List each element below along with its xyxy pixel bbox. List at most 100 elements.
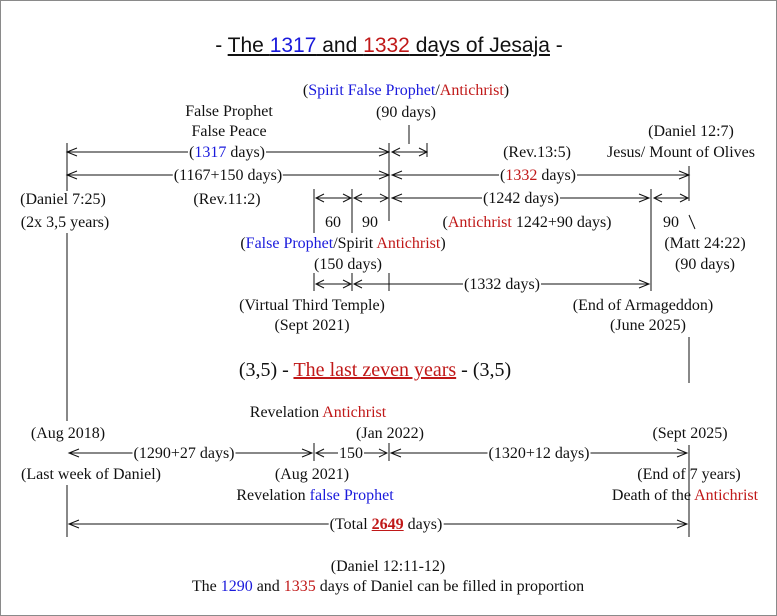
title-suffix: days of Jesaja	[409, 34, 550, 57]
total-rest: days)	[403, 516, 443, 533]
revelation-false-prophet: Revelation false Prophet	[236, 487, 393, 505]
antichrist-1242-rest: 1242+90 days)	[511, 214, 612, 231]
label-60: 60	[325, 214, 341, 231]
death-ac-ac: Antichrist	[694, 487, 759, 504]
false-prophet-spirit-antichrist: (False Prophet/Spirit Antichrist)	[240, 235, 445, 253]
rev-11-2: (Rev.11:2)	[193, 191, 261, 208]
timeline-stroke	[676, 448, 689, 458]
matt-24-22: (Matt 24:22)	[664, 235, 746, 252]
timeline-stroke	[314, 448, 325, 458]
days-1317: (1317 days)	[188, 144, 266, 162]
daniel-7-25: (Daniel 7:25)	[20, 191, 106, 208]
revelation-fp-rev: Revelation	[236, 487, 310, 504]
end-of-armageddon: (End of Armageddon)	[572, 297, 714, 314]
timeline-stroke	[390, 170, 403, 180]
jan-2022: (Jan 2022)	[356, 425, 424, 442]
title-the: The	[227, 34, 270, 57]
timeline-stroke	[314, 193, 325, 203]
false-prophet: False Prophet	[185, 103, 273, 120]
diagram-title: - The 1317 and 1332 days of Jesaja -	[215, 34, 563, 58]
antichrist-1242-open: (	[442, 214, 448, 231]
timeline-stroke	[378, 448, 389, 458]
sept-2021: (Sept 2021)	[274, 317, 350, 334]
timeline-stroke	[379, 193, 390, 203]
days-150: (150 days)	[314, 256, 382, 273]
timeline-stroke	[418, 147, 429, 157]
sept-2025: (Sept 2025)	[652, 425, 728, 442]
false-prophet-spirit-mid: /Spirit	[333, 235, 377, 252]
jesus-mount-of-olives: Jesus/ Mount of Olives	[607, 144, 755, 161]
spirit-false-prophet: Spirit False Prophet	[308, 82, 436, 99]
timeline-stroke	[652, 193, 663, 203]
last-week-of-daniel: (Last week of Daniel)	[21, 466, 161, 483]
false-prophet-spirit-ac: Antichrist	[376, 235, 441, 252]
timeline-stroke	[352, 279, 363, 289]
days-1332: (1332 days)	[499, 167, 577, 185]
total-open: (Total	[329, 516, 372, 533]
right-slant	[688, 214, 696, 230]
title-1317: 1317	[269, 34, 317, 57]
aug-2018: (Aug 2018)	[30, 425, 106, 442]
timeline-stroke	[65, 147, 78, 157]
footer-and: and	[252, 578, 284, 595]
spirit-fp-open: (	[302, 82, 309, 99]
footer-the: The	[191, 578, 221, 595]
timeline-stroke	[65, 170, 78, 180]
timeline-stroke	[679, 193, 690, 203]
d1332-open: (	[500, 167, 506, 184]
timeline-stroke	[67, 448, 80, 458]
last-zeven-years-title: The last zeven years	[293, 359, 457, 381]
virtual-third-temple: (Virtual Third Temple)	[239, 297, 385, 314]
timeline-stroke	[389, 448, 402, 458]
death-ac-death: Death of the	[611, 487, 695, 504]
spirit-false-prophet-label: (Spirit False Prophet/Antichrist)	[303, 82, 509, 100]
years-2x35: (2x 3,5 years)	[20, 214, 110, 231]
timeline-stroke	[638, 279, 651, 289]
timeline-stroke	[678, 170, 691, 180]
revelation-fp-fp: false Prophet	[309, 487, 394, 504]
timeline-stroke	[676, 519, 689, 529]
last-seven-left: (3,5) -	[238, 359, 294, 381]
revelation-antichrist: Revelation Antichrist	[250, 404, 386, 422]
rev-13-5: (Rev.13:5)	[503, 144, 571, 161]
label-90a: 90	[362, 214, 378, 231]
d1332-num: 1332	[505, 167, 538, 184]
revelation-antichrist-rev: Revelation	[249, 404, 323, 421]
false-prophet-spirit-fp: False Prophet	[245, 235, 334, 252]
days-1332-mid: (1332 days)	[463, 276, 541, 294]
timeline-stroke	[378, 170, 391, 180]
antichrist-1242-antichrist: Antichrist	[447, 214, 512, 231]
d1317-num: 1317	[194, 144, 227, 161]
timeline-stroke	[301, 448, 314, 458]
days-1290-27: (1290+27 days)	[132, 445, 236, 463]
aug-2021: (Aug 2021)	[274, 466, 350, 483]
d1317-rest: days)	[226, 144, 265, 161]
days-90-right: (90 days)	[675, 256, 735, 273]
antichrist: Antichrist	[439, 82, 504, 99]
d1317-open: (	[189, 144, 195, 161]
footer-rest: days of Daniel can be filled in proporti…	[315, 578, 585, 595]
timeline-stroke	[342, 279, 353, 289]
revelation-antichrist-ac: Antichrist	[322, 404, 387, 421]
false-prophet-spirit-open: (	[240, 235, 246, 252]
daniel-12-11-12: (Daniel 12:11-12)	[330, 558, 446, 575]
timeline-stroke	[342, 193, 353, 203]
june-2025: (June 2025)	[610, 317, 686, 334]
timeline-stroke	[314, 279, 325, 289]
spirit-fp-slash: /	[435, 82, 440, 99]
end-of-7-years: (End of 7 years)	[637, 466, 741, 483]
footer-n1: 1290	[220, 578, 253, 595]
days-150-bottom: 150	[338, 445, 364, 463]
title-1332: 1332	[363, 34, 410, 57]
footer-n2: 1335	[283, 578, 316, 595]
title-and: and	[316, 34, 364, 57]
timeline-stroke	[390, 193, 403, 203]
days-1167-150: (1167+150 days)	[172, 167, 284, 185]
timeline-stroke	[378, 147, 391, 157]
days-1242: (1242 days)	[482, 190, 560, 208]
days-90-top: (90 days)	[376, 104, 436, 121]
spirit-fp-close: )	[503, 82, 510, 99]
title-end: -	[549, 34, 563, 57]
timeline-stroke	[638, 193, 651, 203]
